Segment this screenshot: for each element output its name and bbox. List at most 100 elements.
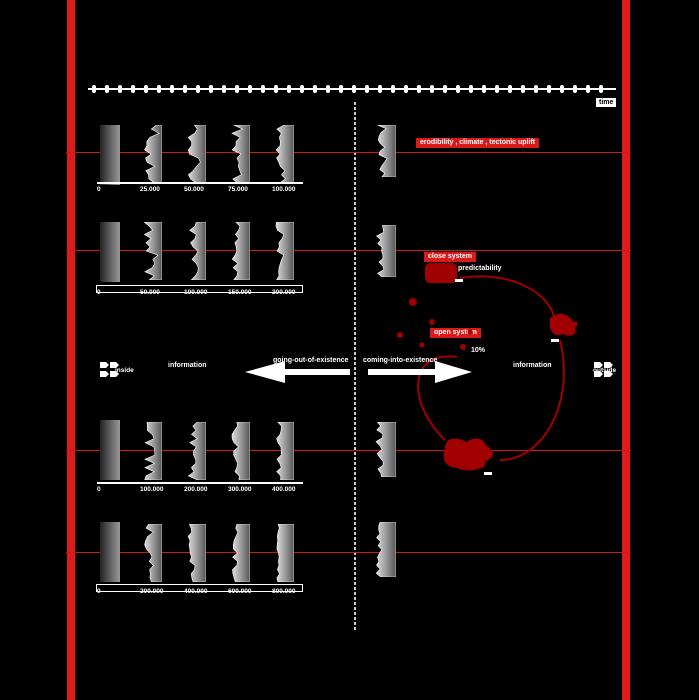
time-tick [105,85,109,93]
row3-tick-2: 200.000 [184,486,208,493]
time-tick [378,85,382,93]
time-tick [469,85,473,93]
time-tick [391,85,395,93]
time-tick [326,85,330,93]
row1-tick-3: 75.000 [228,186,248,193]
future-erosion-sample [372,422,396,477]
time-tick [170,85,174,93]
row4-red-line [66,552,631,553]
outside-emblem [594,362,613,377]
time-tick [248,85,252,93]
erosion-sample [272,222,294,280]
time-tick [313,85,317,93]
row2-axis [96,285,303,293]
left-red-border [67,0,75,700]
time-tick [547,85,551,93]
time-tick [417,85,421,93]
erosion-sample [272,524,294,582]
arrows [245,361,472,383]
row2-tick-0: 0 [97,289,101,296]
information-left-label: information [168,362,207,369]
row3-tick-4: 400.000 [272,486,296,493]
row3-red-line [66,450,631,451]
time-tick [235,85,239,93]
row3-axis [97,482,303,484]
row2-initial-strip [100,222,120,282]
row3-tick-1: 100.000 [140,486,164,493]
row4-axis [96,584,303,592]
row4-tick-1: 200.000 [140,588,164,595]
time-tick [430,85,434,93]
future-erosion-sample [372,522,396,577]
information-right-label: information [513,362,552,369]
erosion-sample [272,125,294,183]
center-divider [354,102,356,630]
future-erosion-sample [372,225,396,277]
close-system-tag: close system [424,252,476,262]
row4-initial-strip [100,522,120,582]
right-red-border [622,0,630,700]
time-tick [352,85,356,93]
time-tick [157,85,161,93]
erosion-sample [184,422,206,480]
going-out-arrow [245,361,350,383]
time-tick [404,85,408,93]
time-tick [365,85,369,93]
time-tick [131,85,135,93]
row1-red-line [66,152,631,153]
time-tick [92,85,96,93]
erosion-sample [228,422,250,480]
erosion-sample [184,125,206,183]
environment-tag: erodibility , climate , tectonic uplift [416,138,540,148]
row1-axis [97,182,303,184]
erosion-sample [184,524,206,582]
time-tick [521,85,525,93]
time-tick [456,85,460,93]
row3-initial-strip [100,420,120,480]
inside-label: inside [115,367,134,374]
open-system-tag: open system [430,328,481,338]
time-tick [599,85,603,93]
time-tick [209,85,213,93]
outside-label: outside [593,367,617,374]
close-system-blob [425,263,457,283]
erosion-sample [228,222,250,280]
row1-tick-0: 0 [97,186,101,193]
coming-into-label: coming-into-existence [363,357,438,364]
erosion-sample [228,524,250,582]
row3-tick-0: 0 [97,486,101,493]
inside-emblem [100,362,119,377]
erosion-sample [140,125,162,183]
erosion-sample [140,422,162,480]
time-tick [300,85,304,93]
predictability-blob [549,313,578,336]
time-tick [482,85,486,93]
time-tick [586,85,590,93]
row2-tick-2: 100.000 [184,289,208,296]
row4-tick-2: 400.000 [184,588,208,595]
row4-tick-3: 600.000 [228,588,252,595]
row1-initial-strip [100,125,120,185]
row2-tick-1: 50.000 [140,289,160,296]
erosion-sample [272,422,294,480]
time-tick [118,85,122,93]
time-tick [274,85,278,93]
time-tick [495,85,499,93]
time-tick [508,85,512,93]
going-out-label: going-out-of-existence [273,357,349,364]
row4-tick-4: 800.000 [272,588,296,595]
erosion-sample [140,524,162,582]
time-tick [222,85,226,93]
coming-into-arrow [368,361,472,383]
time-tick [261,85,265,93]
percent-label: 10% [471,347,486,354]
row2-tick-4: 200.000 [272,289,296,296]
row2-red-line [66,250,631,251]
time-tick [183,85,187,93]
row3-tick-3: 300.000 [228,486,252,493]
time-tick [287,85,291,93]
time-tick [339,85,343,93]
erosion-sample [184,222,206,280]
time-tick [196,85,200,93]
